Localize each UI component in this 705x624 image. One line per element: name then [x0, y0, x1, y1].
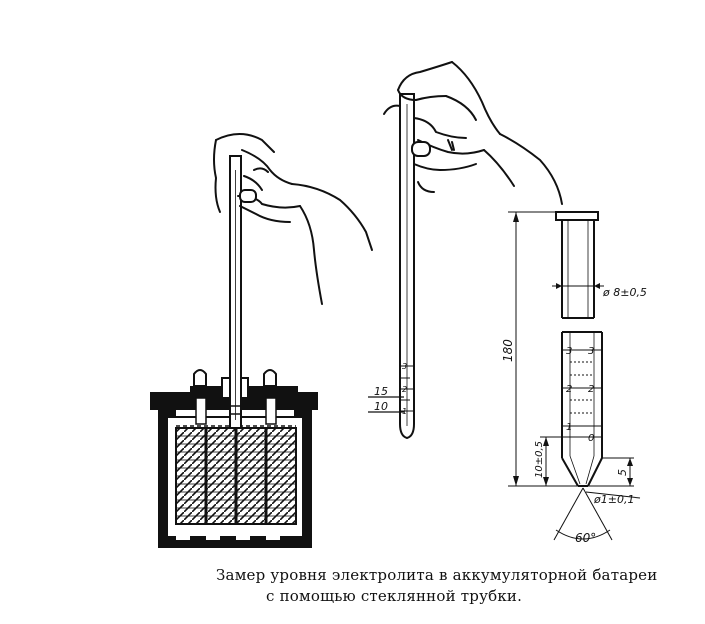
- tube-mark-15: 15: [374, 385, 388, 398]
- drawing-scale-labels: 3 3 2 2 1 0: [566, 346, 594, 444]
- dim-diameter: ø 8±0,5: [602, 286, 647, 299]
- dim-180: 180: [501, 339, 515, 362]
- scale-3: 3: [566, 346, 572, 357]
- dim-tip-height: 10±0,5: [534, 441, 545, 478]
- svg-text:2: 2: [402, 385, 407, 394]
- scale-1: 1: [566, 422, 572, 433]
- tube-mark-10: 10: [374, 400, 388, 413]
- svg-text:1: 1: [402, 407, 407, 416]
- scale-2: 2: [566, 384, 572, 395]
- tube-in-battery: [229, 155, 242, 429]
- terminal-left: [193, 369, 207, 387]
- right-hand: [383, 61, 563, 205]
- terminal-right: [263, 369, 277, 387]
- left-hand: [213, 133, 373, 305]
- caption-line-2: с помощью стеклянной трубки.: [266, 587, 523, 605]
- dim-tip-diameter: ø1±0,1: [593, 493, 634, 506]
- battery-illustration: [150, 369, 318, 548]
- dim-tip: 5: [616, 469, 629, 476]
- caption-line-1: Замер уровня электролита в аккумуляторно…: [216, 566, 658, 584]
- tube-drawing: [508, 211, 641, 541]
- measuring-tube: 3 2 1 15 10: [368, 93, 415, 440]
- dim-angle: 60°: [575, 531, 596, 545]
- scale-2-right: 2: [588, 384, 594, 395]
- scale-0: 0: [588, 433, 594, 444]
- svg-text:3: 3: [402, 362, 407, 371]
- scale-3-right: 3: [588, 346, 594, 357]
